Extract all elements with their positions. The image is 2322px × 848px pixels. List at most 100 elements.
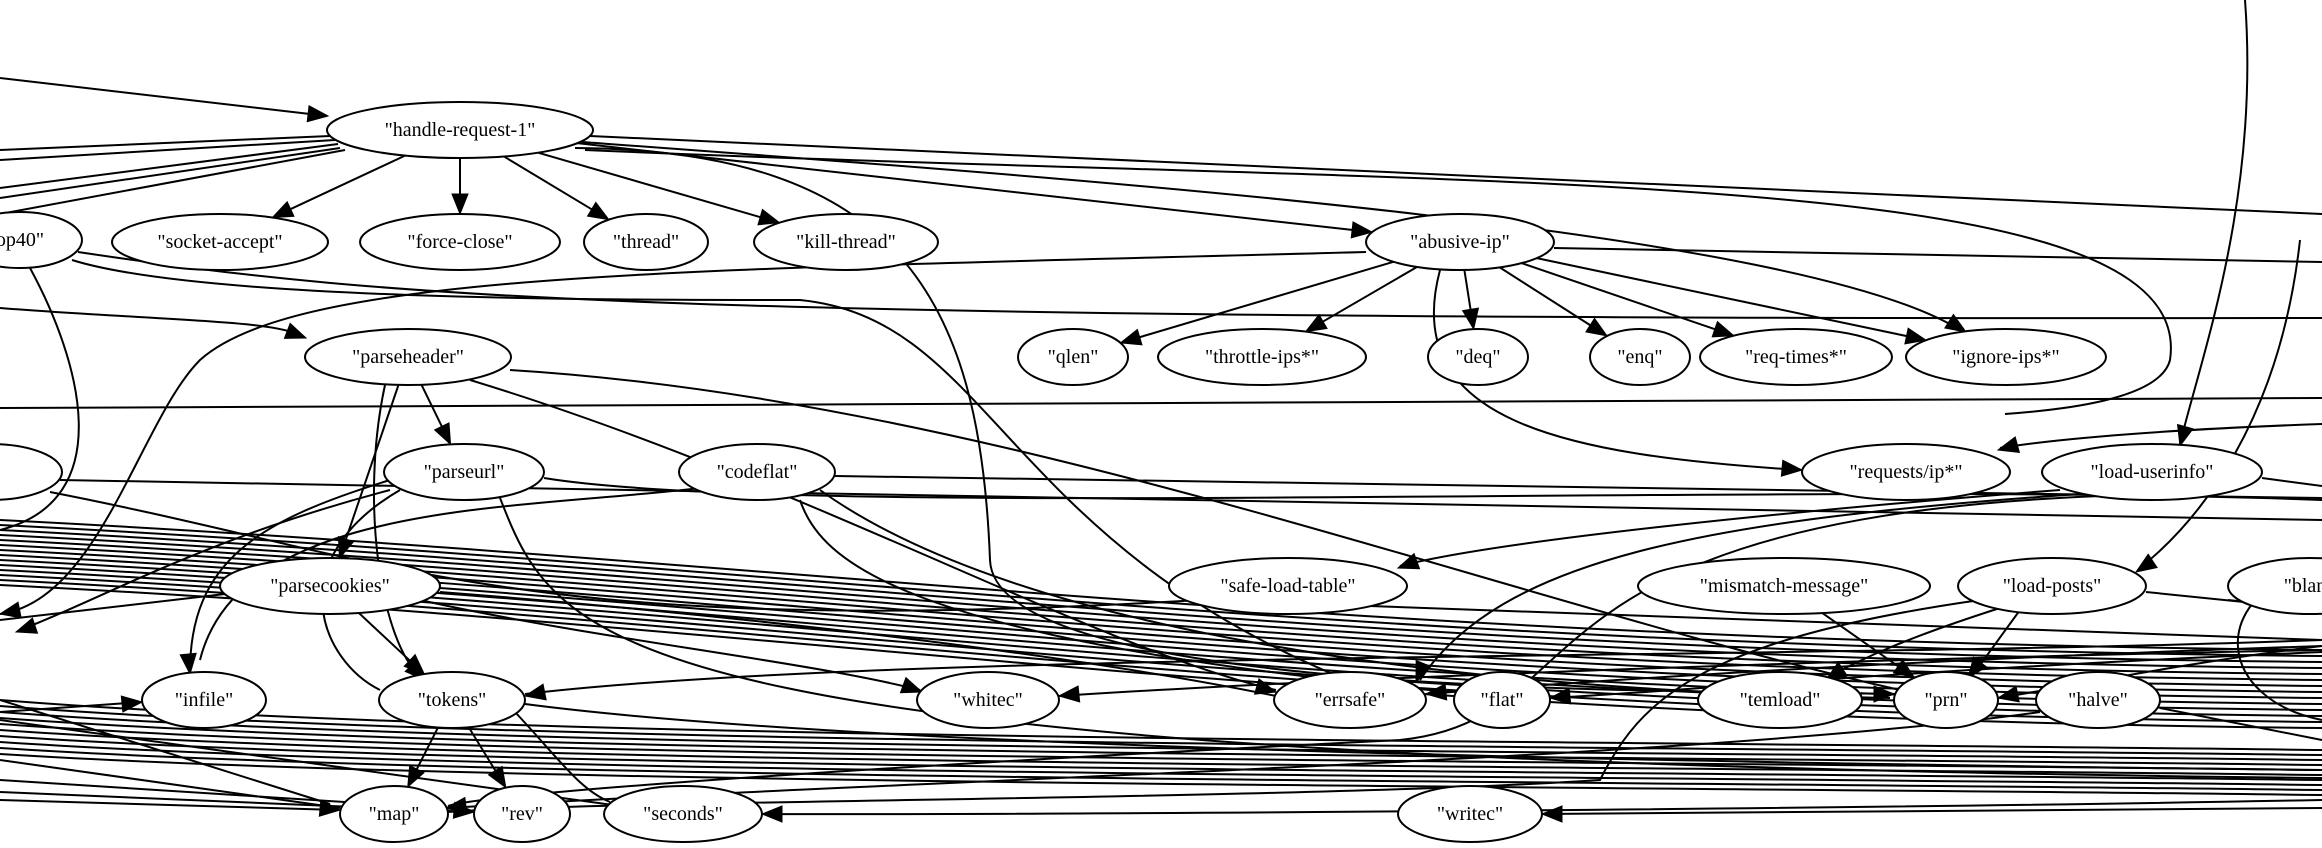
edge-offscreen-handle-1: [0, 139, 336, 161]
node-enq-label: "enq": [1617, 346, 1662, 368]
edge-abusive-ip-to-qlen: [1137, 260, 1394, 339]
edge-tokens-offscreen: [524, 703, 2322, 771]
node-ignore-ips: "ignore-ips*": [1905, 328, 2107, 386]
edge-offscreen-to-seconds-arrow: [760, 805, 783, 823]
node-kill-thread: "kill-thread": [753, 213, 939, 271]
arrowhead-req-times: [1711, 320, 1736, 338]
edge-bundle-3: [0, 534, 2322, 669]
node-rr: rr": [0, 443, 63, 501]
node-temload: "temload": [1697, 671, 1863, 729]
edge-offscreen-to-infile-arrow: [120, 695, 144, 713]
edge-parsecookies-offscreen: [0, 593, 226, 621]
arrowhead-parseurl: [433, 422, 452, 446]
node-halve-ellipse: [2035, 671, 2161, 729]
node-halve: "halve": [2035, 671, 2161, 729]
edge-bottom-bundle-0: [0, 699, 2322, 751]
arrowhead-tokens: [403, 653, 426, 676]
node-map: "map": [339, 785, 449, 843]
node-kill-thread-ellipse: [753, 213, 939, 271]
edge-parsecookies-to-whitec: [419, 599, 921, 691]
edge-bottom-bundle-6: [0, 735, 2322, 781]
edge-tokens-to-seconds: [514, 711, 611, 803]
edge-offscreen-to-rev-arrow: [452, 801, 476, 819]
node-parsecookies-label: "parsecookies": [270, 575, 390, 597]
node-abusive-ip: "abusive-ip": [1365, 213, 1555, 271]
node-abusive-ip-label: "abusive-ip": [1410, 231, 1510, 253]
arrowhead-kill-thread: [757, 208, 781, 226]
edge-offscreen-to-map: [0, 799, 339, 811]
edge-op40-c: [77, 251, 2322, 320]
node-parseheader-ellipse: [304, 328, 512, 386]
node-rev-label: "rev": [501, 803, 543, 825]
node-thread-label: "thread": [613, 231, 679, 253]
edge-offscreen-to-writec-arrow: [1540, 805, 1563, 823]
edge-offscreen-to-writec: [1541, 807, 2322, 815]
edge-offscreen-to-requests-ip: [1999, 423, 2322, 449]
node-load-posts-ellipse: [1957, 557, 2147, 615]
node-parseheader: "parseheader": [304, 328, 512, 386]
node-safe-load-table: "safe-load-table": [1168, 557, 1408, 615]
node-errsafe-label: "errsafe": [1315, 689, 1386, 711]
edge-handle-request-1-offscreen: [589, 135, 2322, 215]
arrowhead-ignore-ips: [1904, 327, 1928, 345]
edge-offscreen-handle-2: [0, 143, 339, 189]
node-prn-label: "prn": [1925, 689, 1968, 711]
node-deq-label: "deq": [1455, 346, 1500, 368]
edge-abusive-ip-offscreen: [1553, 247, 2322, 263]
node-force-close-label: "force-close": [407, 231, 512, 253]
node-tokens-label: "tokens": [418, 689, 487, 711]
arrowhead-qlen: [1119, 328, 1143, 346]
node-infile-label: "infile": [175, 689, 234, 711]
node-infile-ellipse: [141, 671, 267, 729]
node-requests-ip-ellipse: [1801, 443, 2011, 501]
node-parsecookies-ellipse: [219, 557, 441, 615]
edge-abusive-ip-to-ignore-ips: [1536, 257, 1909, 338]
edge-parseheader-to-parsecookies: [344, 384, 400, 542]
edge-bottom-bundle-2: [0, 711, 2322, 761]
node-handle-request-1-label: "handle-request-1": [385, 119, 536, 141]
node-safe-load-table-ellipse: [1168, 557, 1408, 615]
node-ignore-ips-label: "ignore-ips*": [1952, 346, 2059, 368]
node-infile: "infile": [141, 671, 267, 729]
node-seconds: "seconds": [603, 785, 763, 843]
edge-bottom-bundle-4: [0, 723, 2322, 771]
node-qlen-label: "qlen": [1048, 346, 1099, 368]
edge-parsecookies-to-tokens: [358, 612, 412, 663]
edge-offscreen-handle-0: [0, 135, 331, 151]
node-req-times: "req-times*": [1699, 328, 1893, 386]
node-socket-accept-ellipse: [111, 213, 329, 271]
arrowhead-throttle-ips: [1304, 313, 1328, 333]
edge-parseurl-to-rr-arrow: [14, 617, 39, 634]
edge-offscreen-to-flat-arrow: [1548, 687, 1572, 705]
node-parsecookies: "parsecookies": [219, 557, 441, 615]
node-load-posts-label: "load-posts": [2003, 575, 2102, 597]
edge-bottom-bundle-7: [0, 741, 2322, 786]
node-req-times-label: "req-times*": [1745, 346, 1847, 368]
edge-offscreen-handle-3: [0, 147, 341, 199]
node-thread: "thread": [583, 213, 709, 271]
node-mismatch-message-label: "mismatch-message": [1700, 575, 1869, 597]
edge-op40-d-arrow: [283, 322, 308, 339]
node-seconds-label: "seconds": [643, 803, 723, 825]
node-temload-ellipse: [1697, 671, 1863, 729]
edge-parseheader-to-prn: [509, 369, 1901, 691]
edge-bundle-1: [0, 524, 2322, 657]
edge-parseurl-to-infile-arrow: [179, 652, 197, 676]
edge-offscreen-to-whitec-arrow: [1057, 685, 1081, 703]
edge-handle-request-1-to-thread: [503, 155, 594, 212]
node-load-userinfo-ellipse: [2041, 443, 2263, 501]
node-tokens-ellipse: [378, 671, 526, 729]
edge-offscreen-to-errsafe-arrow: [1424, 683, 1448, 701]
node-handle-request-1: "handle-request-1": [326, 101, 594, 159]
node-requests-ip-label: "requests/ip*": [1850, 461, 1963, 483]
edge-abusive-ip-to-throttle-ips: [1320, 266, 1418, 324]
node-thread-ellipse: [583, 213, 709, 271]
edge-bottom-bundle-5: [0, 729, 2322, 776]
node-parseheader-label: "parseheader": [352, 346, 464, 368]
edge-offscreen-to-load-posts-arrow: [2134, 553, 2158, 573]
node-rev: "rev": [473, 785, 571, 843]
node-codeflat-ellipse: [678, 443, 836, 501]
node-errsafe-ellipse: [1273, 671, 1427, 729]
edge-offscreen-to-handle-request-1: [0, 77, 311, 115]
edge-offscreen-to-load-userinfo: [2179, 0, 2249, 445]
